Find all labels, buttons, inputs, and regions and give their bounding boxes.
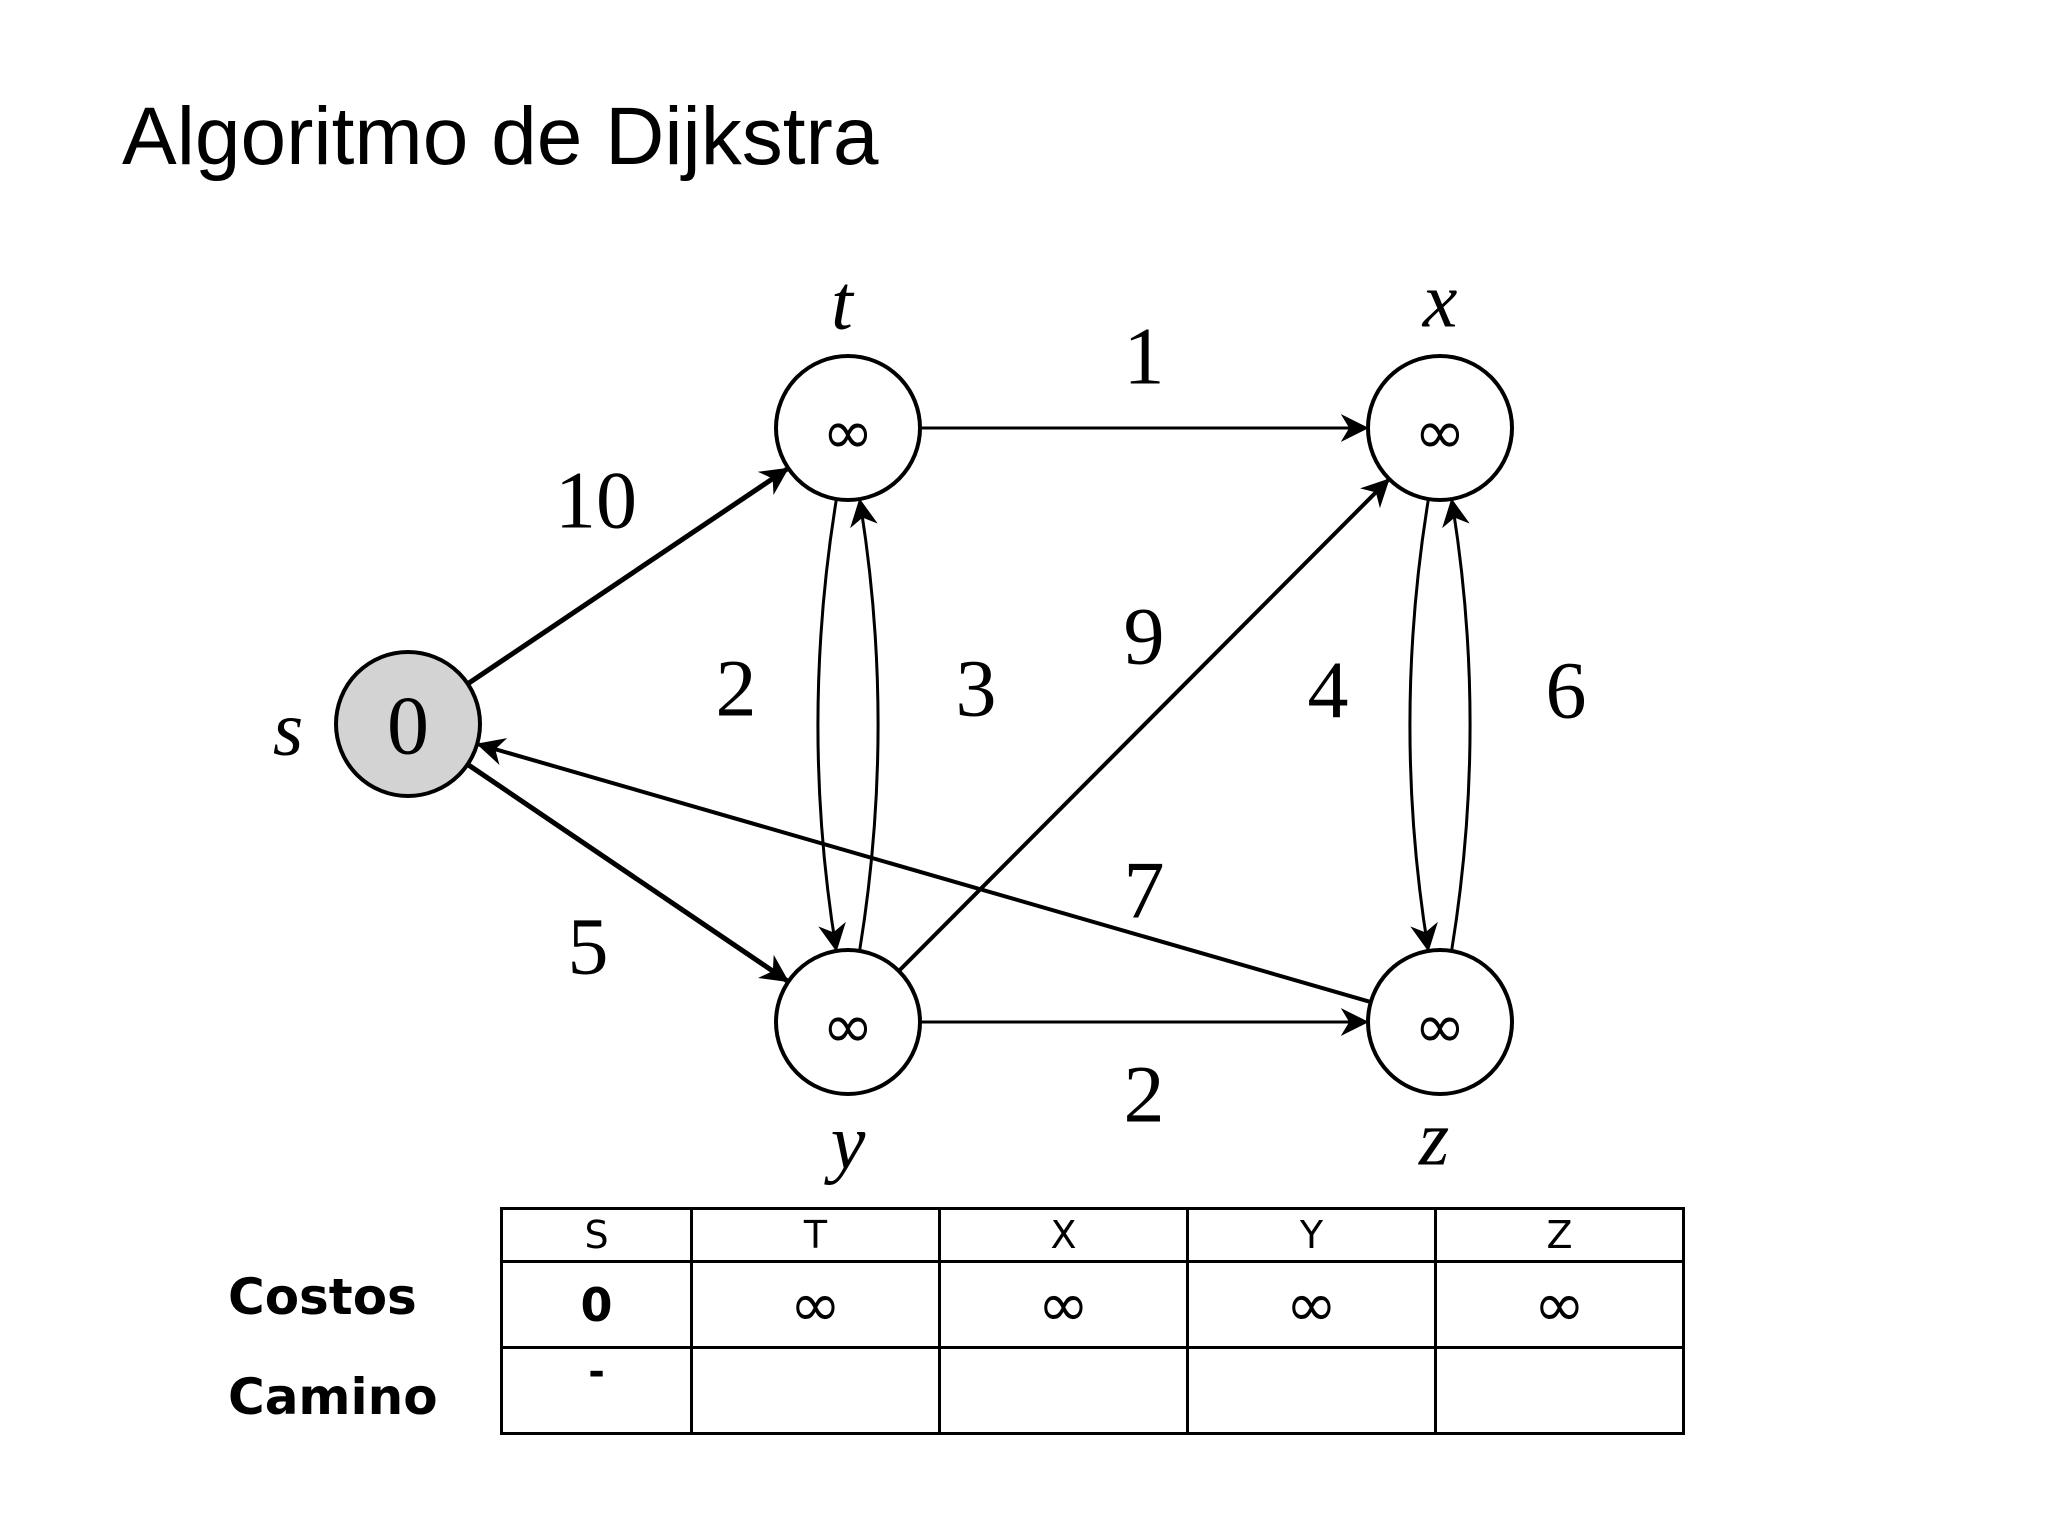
- edge-weight-x-z: 4: [1308, 645, 1349, 736]
- edge-x-z: [1408, 498, 1438, 952]
- node-z: ∞z: [1366, 948, 1514, 1182]
- edge-weight-t-y: 2: [716, 643, 757, 734]
- node-label-x: x: [1422, 257, 1458, 344]
- edge-weight-s-t: 10: [555, 455, 637, 546]
- table-row-camino: -: [500, 1346, 1685, 1435]
- path-cell-s: -: [500, 1346, 693, 1435]
- header-y: Y: [1186, 1207, 1437, 1263]
- node-value-z: ∞: [1414, 990, 1466, 1063]
- node-label-z: z: [1418, 1095, 1449, 1182]
- cost-cell-s: 0: [500, 1260, 693, 1349]
- table-header-row: S T X Y Z: [500, 1207, 1685, 1263]
- cost-cell-y: ∞: [1186, 1260, 1437, 1349]
- node-y: ∞y: [774, 948, 922, 1186]
- cost-table: S T X Y Z 0 ∞ ∞ ∞ ∞ -: [500, 1207, 1685, 1435]
- node-value-t: ∞: [822, 396, 874, 469]
- node-s: 0s: [273, 650, 482, 798]
- node-value-x: ∞: [1414, 396, 1466, 469]
- header-t: T: [690, 1207, 941, 1263]
- node-circle-s: [334, 650, 482, 798]
- row-label-camino: Camino: [228, 1368, 438, 1426]
- path-cell-t: [690, 1346, 941, 1435]
- edge-weight-t-x: 1: [1124, 311, 1165, 402]
- edge-s-t: [466, 467, 789, 686]
- node-circle-z: [1366, 948, 1514, 1096]
- header-z: Z: [1434, 1207, 1685, 1263]
- edge-weight-y-x: 9: [1124, 591, 1165, 682]
- path-cell-z: [1434, 1346, 1685, 1435]
- edge-weight-z-s: 7: [1124, 845, 1165, 936]
- edge-t-y: [816, 498, 846, 952]
- row-label-costos: Costos: [228, 1268, 417, 1326]
- header-s: S: [500, 1207, 693, 1263]
- cost-cell-t: ∞: [690, 1260, 941, 1349]
- node-t: ∞t: [774, 259, 922, 502]
- node-value-s: 0: [387, 680, 429, 773]
- node-label-s: s: [273, 685, 303, 772]
- cost-cell-x: ∞: [938, 1260, 1189, 1349]
- slide-title: Algoritmo de Dijkstra: [122, 91, 879, 182]
- edge-z-x: [1442, 498, 1472, 952]
- path-cell-y: [1186, 1346, 1437, 1435]
- edge-s-y: [466, 762, 790, 983]
- node-circle-x: [1366, 354, 1514, 502]
- edge-y-t: [850, 498, 880, 952]
- cost-cell-z: ∞: [1434, 1260, 1685, 1349]
- node-value-y: ∞: [822, 990, 874, 1063]
- table-row-costos: 0 ∞ ∞ ∞ ∞: [500, 1260, 1685, 1349]
- edges: 10 5 1 2 3 9 2 4 6 7: [466, 311, 1587, 1140]
- node-label-t: t: [831, 259, 855, 346]
- nodes: 0s∞t∞x∞y∞z: [273, 257, 1514, 1186]
- node-circle-t: [774, 354, 922, 502]
- node-label-y: y: [824, 1099, 866, 1186]
- edge-weight-y-t: 3: [956, 643, 997, 734]
- path-cell-x: [938, 1346, 1189, 1435]
- edge-weight-z-x: 6: [1546, 645, 1587, 736]
- header-x: X: [938, 1207, 1189, 1263]
- node-circle-y: [774, 948, 922, 1096]
- edge-weight-y-z: 2: [1124, 1049, 1165, 1140]
- edge-z-s: [476, 738, 1372, 1004]
- node-x: ∞x: [1366, 257, 1514, 502]
- edge-weight-s-y: 5: [568, 901, 609, 992]
